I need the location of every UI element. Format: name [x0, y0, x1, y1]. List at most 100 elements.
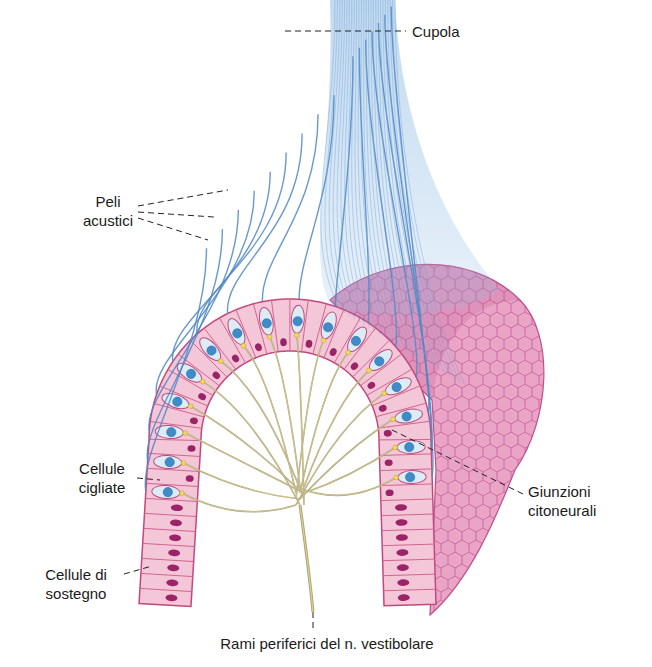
cells	[151, 305, 426, 602]
nerve-branch	[300, 353, 348, 493]
cell-wall	[380, 484, 432, 486]
nerve-branch	[244, 346, 296, 493]
support-nucleus	[231, 353, 241, 363]
cell-wall	[142, 558, 194, 561]
cell-wall	[382, 544, 434, 546]
support-nucleus	[189, 417, 198, 425]
junction-dot	[181, 461, 186, 466]
nerve-branch	[296, 478, 396, 496]
part-label: Rami periferici del n. vestibolare	[147, 634, 507, 653]
leader-line	[138, 190, 228, 206]
hair-nucleus	[323, 323, 332, 332]
hair-nucleus	[405, 442, 414, 451]
hair-nucleus	[351, 336, 360, 345]
hair-cell	[151, 485, 180, 500]
sensory-hair	[147, 229, 222, 461]
cell-wall	[143, 543, 195, 546]
nerve-branch	[269, 337, 300, 487]
cell-wall	[382, 529, 434, 531]
hair-nucleus	[163, 488, 172, 497]
hair-nucleus	[402, 412, 411, 421]
cupola-fiber	[390, 0, 455, 379]
nerve-trunk	[300, 505, 313, 612]
cell-wall	[141, 573, 193, 576]
cupola-fiber	[385, 0, 445, 373]
cell-wall	[144, 528, 196, 531]
nerve-branch	[203, 382, 300, 505]
support-nucleus	[280, 338, 287, 346]
support-nucleus	[385, 489, 393, 496]
hair-cell	[153, 455, 182, 470]
support-nucleus	[378, 404, 388, 413]
hair-cell	[383, 374, 414, 398]
cell-walls	[140, 299, 436, 592]
junction-dot	[294, 333, 299, 338]
label-box: Rami periferici del n. vestibolare	[147, 634, 507, 653]
leader-line	[388, 428, 523, 494]
cupola-fibers	[321, 0, 465, 385]
label-box: Giunzioni citoneurali	[528, 482, 638, 520]
cell-wall	[383, 574, 435, 576]
hair-cell	[318, 310, 339, 341]
junction-dot	[241, 343, 246, 348]
support-nucleus	[186, 475, 194, 482]
support-nucleus	[384, 430, 392, 437]
support-nucleus	[197, 392, 207, 401]
sensory-hair	[299, 95, 334, 299]
sensory-hair	[197, 153, 286, 334]
cupola-fiber	[355, 0, 385, 337]
junction-dot	[321, 338, 326, 343]
label-box: Cellule di sostegno	[30, 565, 122, 603]
cupola-fiber	[388, 0, 450, 376]
cell-wall	[140, 588, 192, 591]
junction-dot	[391, 417, 396, 422]
support-nucleus	[396, 549, 408, 556]
support-nucleus	[166, 579, 178, 586]
support-nucleus	[366, 380, 376, 390]
hair-cell	[257, 306, 275, 336]
hair-cell	[196, 334, 224, 364]
crest-body	[330, 264, 544, 615]
support-nucleus	[254, 342, 263, 352]
support-nucleus	[395, 519, 407, 526]
junction-dot	[393, 445, 398, 450]
nerve-branch	[203, 382, 300, 505]
cell-wall	[381, 499, 433, 501]
junction-dot	[394, 475, 399, 480]
junction-dot	[366, 368, 371, 373]
nerve-branch	[296, 341, 324, 499]
support-nucleus	[397, 579, 409, 586]
support-nucleus	[171, 504, 183, 511]
nerve-branch	[269, 337, 300, 487]
part-label: Cupola	[412, 22, 460, 41]
cell-wall	[379, 454, 431, 456]
part-label: Cellule cigliate	[70, 459, 134, 497]
cell-wall	[148, 453, 200, 456]
part-label: Giunzioni citoneurali	[528, 482, 638, 520]
support-nucleus	[328, 347, 337, 357]
cell-wall	[383, 559, 435, 561]
hair-nucleus	[167, 428, 176, 437]
nerve-fibers	[182, 335, 396, 612]
junction-dot	[183, 431, 188, 436]
leader-line	[137, 478, 160, 480]
hair-nucleus	[262, 319, 271, 328]
support-nucleus	[167, 564, 179, 571]
support-nucleus	[187, 445, 195, 452]
leader-line	[124, 566, 152, 574]
leader-line	[138, 212, 214, 217]
support-nucleus	[395, 504, 407, 511]
nerve-branch	[296, 341, 324, 499]
nerve-branch	[184, 463, 300, 499]
cupola-fiber	[369, 0, 410, 352]
part-label: Peli acustici	[76, 192, 140, 230]
leader-line	[138, 218, 208, 240]
crista-drawing	[139, 0, 544, 615]
hair-nucleus	[207, 346, 216, 355]
hair-nucleus	[173, 397, 182, 406]
nerve-branch	[304, 447, 395, 493]
junction-dot	[218, 359, 223, 364]
nerve-branch	[244, 346, 296, 493]
hair-cell	[155, 425, 184, 440]
